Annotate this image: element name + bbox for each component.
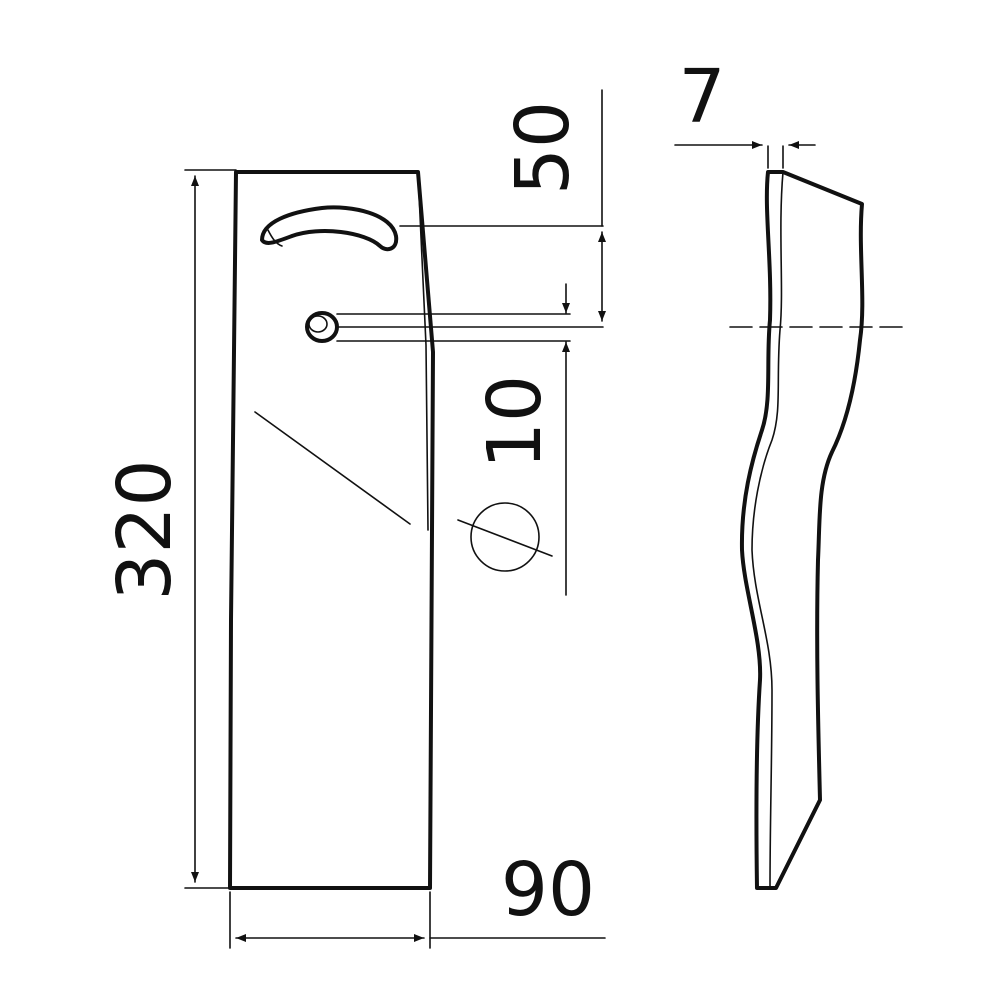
dimension-width: 90 [229,847,606,949]
side-view [729,170,906,890]
dimension-hole-spacing: 50 [336,89,606,328]
side-profile-inner-line [751,171,784,889]
dimension-hole-diameter: 10 [336,283,571,596]
front-view [228,170,435,890]
blade-outline [228,170,435,890]
dimension-thickness-label: 7 [678,54,725,140]
dimension-width-label: 90 [501,847,595,933]
side-profile-outline [739,170,865,890]
blade-face-mark [254,411,411,525]
blade-bevel-line [417,171,429,531]
dimension-hole-spacing-label: 50 [500,101,586,195]
round-hole [305,311,339,343]
diameter-symbol [457,502,553,572]
dimension-length: 320 [102,169,237,889]
dimension-hole-diameter-label: 10 [472,375,558,469]
dimension-thickness: 7 [674,54,816,169]
dimension-length-label: 320 [102,459,188,600]
curved-slot [260,205,399,252]
